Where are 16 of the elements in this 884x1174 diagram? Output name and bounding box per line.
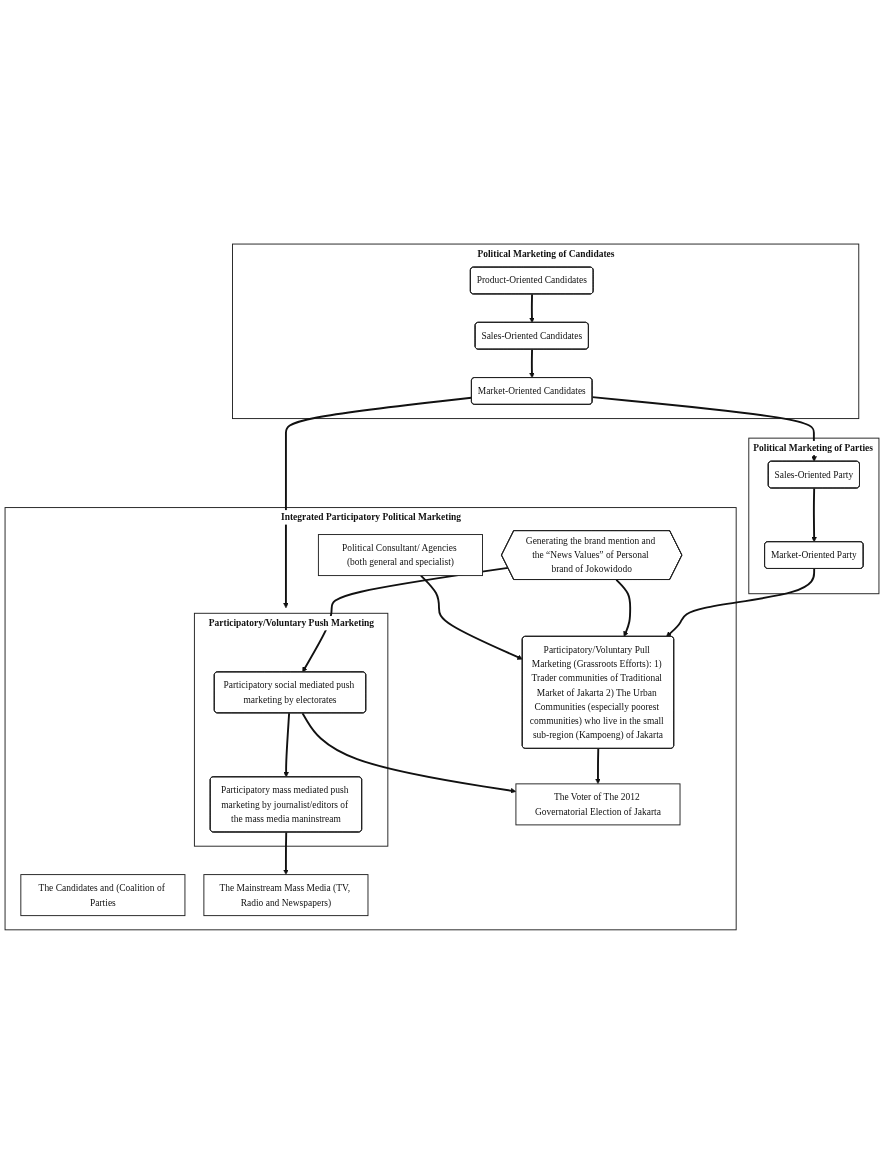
arrow bbox=[591, 396, 817, 462]
arrow bbox=[283, 831, 289, 875]
arrow bbox=[615, 578, 632, 637]
arrow bbox=[529, 348, 535, 379]
arrow bbox=[811, 487, 817, 543]
arrow bbox=[283, 396, 473, 609]
node-box: The Mainstream Mass Media (TV, Radio and Newspapers) bbox=[203, 874, 369, 917]
arrow bbox=[529, 293, 535, 323]
arrow bbox=[666, 567, 816, 637]
arrow bbox=[419, 574, 523, 660]
node-box: The Voter of The 2012 Governatorial Election of Jakarta bbox=[515, 783, 681, 826]
arrow bbox=[595, 747, 601, 785]
node-box: Political Consultant/ Agencies (both general and specialist) bbox=[317, 534, 483, 577]
arrow bbox=[301, 712, 517, 794]
node-box: The Candidates and (Coalition of Parties bbox=[20, 874, 186, 917]
arrow bbox=[283, 712, 291, 778]
